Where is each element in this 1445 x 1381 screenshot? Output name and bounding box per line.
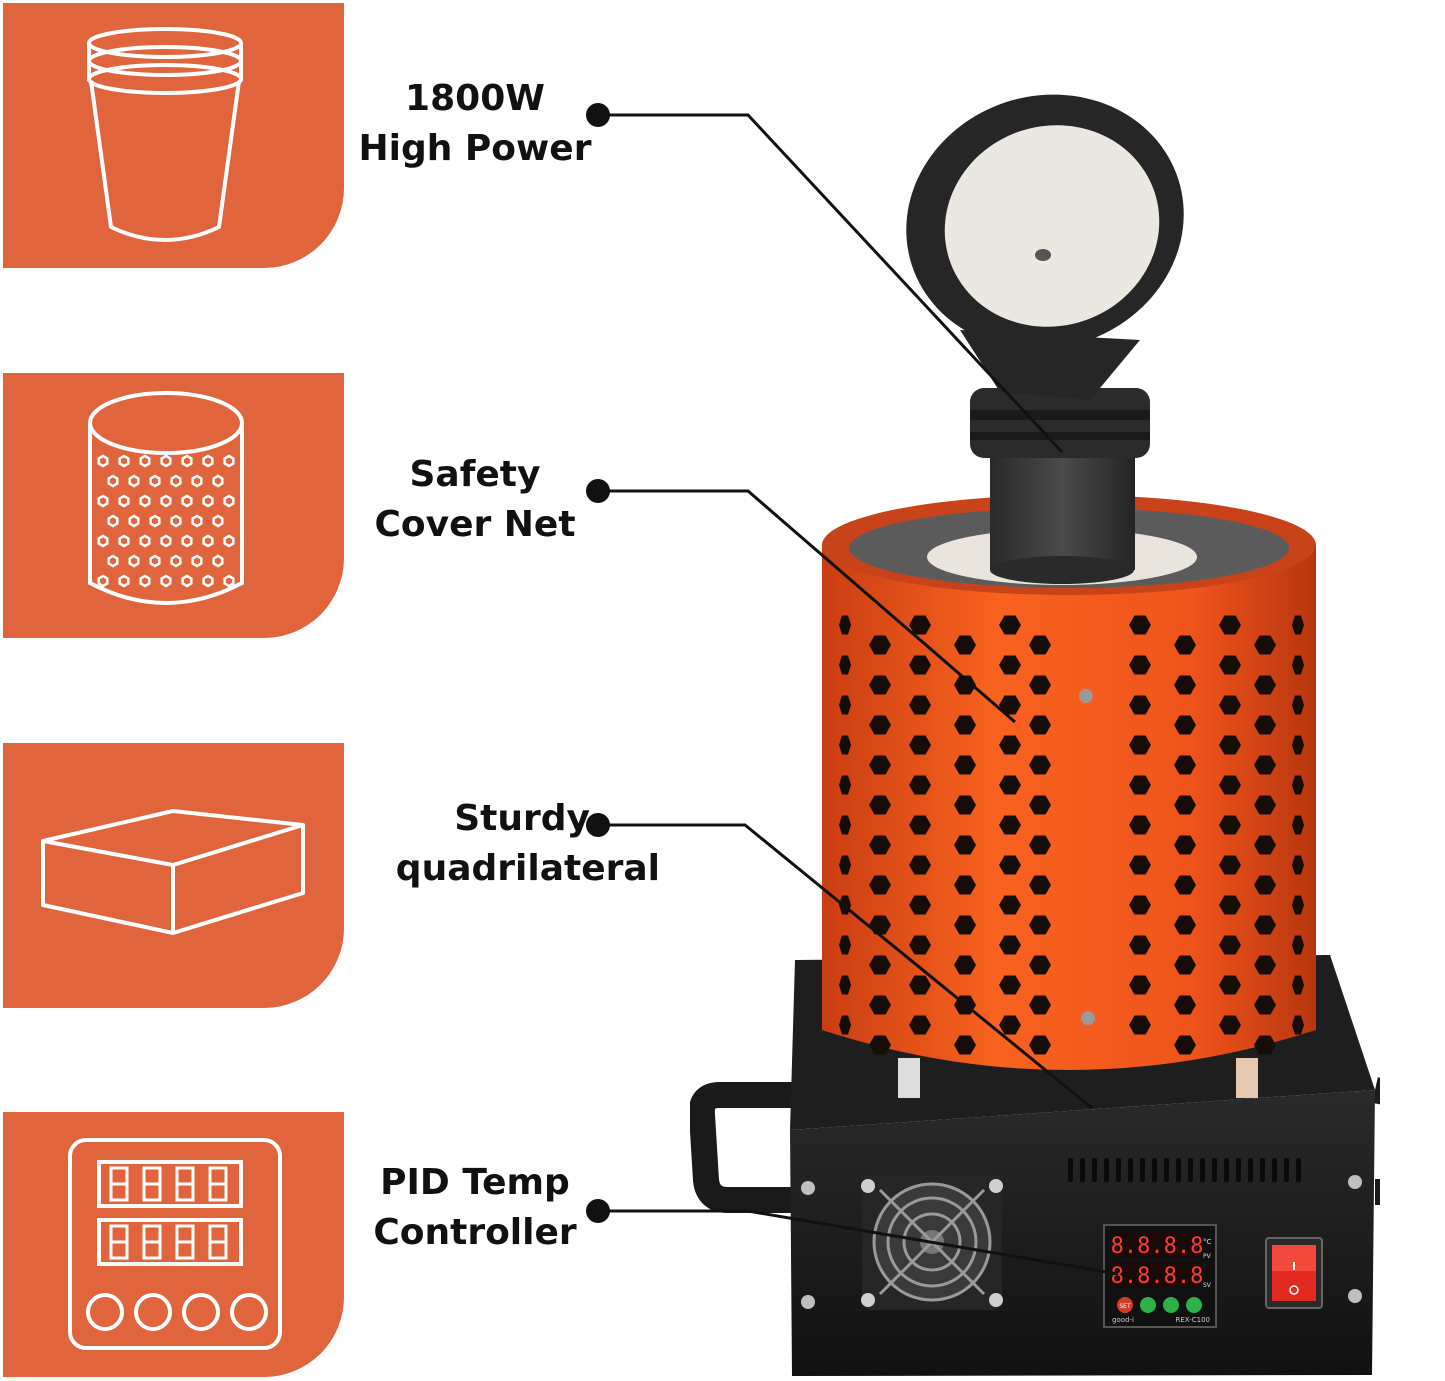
power-switch[interactable] [1265, 1237, 1323, 1309]
set-key[interactable] [1117, 1297, 1133, 1313]
pv-display: 8.8.8.8 [1111, 1234, 1204, 1259]
left-key[interactable] [1140, 1297, 1156, 1313]
crucible-lid [906, 94, 1184, 400]
callout-safety-cover-line2: Cover Net [374, 504, 576, 545]
callout-dot-3 [586, 813, 610, 837]
callout-pid-line2: Controller [373, 1212, 577, 1253]
callout-high-power: 1800W High Power [355, 74, 595, 174]
perforated-cylinder-icon [88, 391, 244, 605]
callout-safety-cover-line1: Safety [409, 454, 541, 495]
callout-dot-2 [586, 479, 610, 503]
down-key[interactable] [1163, 1297, 1179, 1313]
set-key-label: SET [1119, 1303, 1131, 1310]
box-icon [41, 809, 305, 935]
callout-pid: PID Temp Controller [355, 1158, 595, 1258]
melting-furnace-illustration: 8.8.8.8 8.8.8.8 °C PV SV SET good-i REX-… [690, 94, 1380, 1376]
callout-pid-line1: PID Temp [380, 1162, 570, 1203]
callout-sturdy: Sturdy quadrilateral [380, 794, 660, 894]
up-key[interactable] [1186, 1297, 1202, 1313]
unit-label: °C [1203, 1238, 1212, 1246]
callout-dot-4 [586, 1199, 610, 1223]
brand-label: good-i [1112, 1316, 1134, 1324]
callout-high-power-line2: High Power [358, 128, 592, 169]
model-label: REX-C100 [1175, 1316, 1210, 1324]
sv-display: 8.8.8.8 [1111, 1264, 1204, 1289]
left-handle [690, 1082, 795, 1213]
pv-tag: PV [1203, 1253, 1212, 1260]
pid-controller: 8.8.8.8 8.8.8.8 °C PV SV SET good-i REX-… [1103, 1224, 1217, 1328]
callout-sturdy-line1: Sturdy [454, 798, 590, 839]
feature-tile-controller [3, 1112, 344, 1377]
graphite-crucible [970, 388, 1150, 584]
callout-safety-cover: Safety Cover Net [355, 450, 595, 550]
feature-tile-base [3, 743, 344, 1008]
sv-tag: SV [1203, 1282, 1212, 1289]
callout-sturdy-line2: quadrilateral [395, 848, 660, 889]
feature-tile-cover-net [3, 373, 344, 638]
crucible-cup-icon [87, 27, 243, 242]
controller-display-icon [68, 1138, 282, 1350]
callout-high-power-line1: 1800W [405, 78, 545, 119]
feature-tile-crucible [3, 3, 344, 268]
callout-dot-1 [586, 103, 610, 127]
